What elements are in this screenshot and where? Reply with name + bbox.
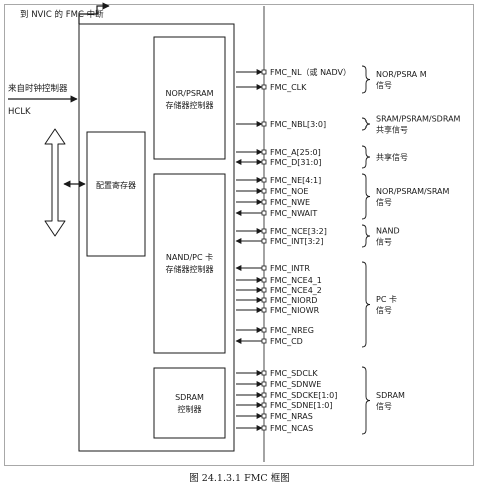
figure-frame: [4, 4, 474, 466]
pin-marker-9: [261, 228, 267, 234]
nor-controller-line-2: 存储器控制器: [166, 100, 214, 110]
config-register-block: [86, 131, 146, 257]
group-label: 信号: [376, 80, 392, 90]
signal-label: FMC_NWAIT: [270, 209, 317, 218]
group-label: NOR/PSRAM/SRAM: [376, 187, 450, 196]
signal-groups: NOR/PSRA M信号SRAM/PSRAM/SDRAM共享信号共享信号NOR/…: [361, 65, 461, 435]
pin-marker-18: [261, 370, 267, 376]
signal-label: FMC_INT[3:2]: [270, 237, 323, 246]
pin-marker-5: [261, 177, 267, 183]
pin-marker-17: [261, 338, 267, 344]
nand-controller-line-1: NAND/PC 卡: [166, 252, 213, 262]
pin-marker-22: [261, 413, 267, 419]
pin-marker-12: [261, 277, 267, 283]
pin-marker-16: [261, 327, 267, 333]
pin-marker-10: [261, 238, 267, 244]
fmc-block-diagram: 到 NVIC 的 FMC 中断 来自时钟控制器 HCLK NOR/PSRAM 存…: [8, 2, 461, 462]
figure-caption: 图 24.1.3.1 FMC 框图: [189, 473, 290, 484]
pin-marker-23: [261, 425, 267, 431]
signal-label: FMC_NE[4:1]: [270, 176, 321, 185]
nand-pc-controller-block: [153, 173, 226, 354]
nvic-interrupt-arrow: [78, 2, 110, 24]
pin-marker-6: [261, 188, 267, 194]
pin-marker-19: [261, 381, 267, 387]
pin-marker-7: [261, 199, 267, 205]
pin-marker-20: [261, 392, 267, 398]
signal-label: FMC_NIOWR: [270, 306, 320, 315]
nvic-interrupt-label: 到 NVIC 的 FMC 中断: [20, 9, 104, 20]
pin-marker-21: [261, 402, 267, 408]
sdram-controller-line-1: SDRAM: [175, 393, 204, 402]
group-label: 信号: [376, 237, 392, 247]
pin-marker-1: [261, 84, 267, 90]
pin-marker-14: [261, 297, 267, 303]
signal-label: FMC_A[25:0]: [270, 148, 321, 157]
pin-marker-11: [261, 265, 267, 271]
pin-marker-2: [261, 121, 267, 127]
signal-label: FMC_SDCLK: [270, 369, 318, 378]
signal-label: FMC_NREG: [270, 326, 314, 335]
group-brace-0: [361, 65, 371, 94]
group-brace-4: [361, 224, 371, 248]
signal-label: FMC_SDNWE: [270, 380, 321, 389]
signal-label: FMC_NBL[3:0]: [270, 120, 326, 129]
signal-label: FMC_CD: [270, 337, 303, 346]
group-label: 信号: [376, 197, 392, 207]
nor-psram-controller-block: [153, 36, 226, 160]
group-label: 共享信号: [376, 125, 408, 135]
group-label: 信号: [376, 401, 392, 411]
pin-marker-3: [261, 149, 267, 155]
signal-label: FMC_NL（或 NADV）: [270, 67, 351, 77]
nand-controller-line-2: 存储器控制器: [166, 264, 214, 274]
system-bus-arrow: [44, 128, 66, 237]
group-label: 信号: [376, 305, 392, 315]
config-register-label: 配置寄存器: [96, 180, 136, 190]
signal-label: FMC_NCAS: [270, 424, 313, 433]
pin-marker-13: [261, 287, 267, 293]
group-label: SRAM/PSRAM/SDRAM: [376, 115, 461, 124]
signal-label: FMC_NCE4_1: [270, 276, 322, 285]
signal-label: FMC_SDNE[1:0]: [270, 401, 332, 410]
signal-label: FMC_NOE: [270, 187, 308, 196]
pin-marker-8: [261, 210, 267, 216]
group-label: NOR/PSRA M: [376, 70, 427, 79]
group-brace-5: [361, 261, 371, 348]
sdram-controller-line-2: 控制器: [178, 404, 202, 414]
signal-label: FMC_SDCKE[1:0]: [270, 391, 337, 400]
pin-marker-4: [261, 159, 267, 165]
hclk-label: HCLK: [8, 107, 31, 117]
signal-label: FMC_NWE: [270, 198, 310, 207]
sdram-controller-block: [153, 367, 226, 439]
group-brace-3: [361, 173, 371, 220]
group-label: PC 卡: [376, 294, 397, 304]
signal-label: FMC_INTR: [270, 264, 310, 273]
group-brace-6: [361, 366, 371, 435]
signal-label: FMC_NCE4_2: [270, 286, 322, 295]
group-label: NAND: [376, 227, 400, 236]
signal-pins: FMC_NL（或 NADV） FMC_CLK FMC_NBL[3:0] FMC_A[2…: [235, 67, 351, 433]
signal-label: FMC_NCE[3:2]: [270, 227, 327, 236]
group-label: 共享信号: [376, 152, 408, 162]
clock-controller-label: 来自时钟控制器: [8, 83, 68, 94]
signal-label: FMC_CLK: [270, 83, 307, 92]
signal-label: FMC_NIORD: [270, 296, 317, 305]
pin-marker-15: [261, 307, 267, 313]
group-label: SDRAM: [376, 391, 405, 400]
signal-label: FMC_D[31:0]: [270, 158, 321, 167]
nor-controller-line-1: NOR/PSRAM: [165, 89, 213, 98]
group-brace-1: [361, 117, 371, 131]
signal-label: FMC_NRAS: [270, 412, 313, 421]
pin-marker-0: [261, 69, 267, 75]
group-brace-2: [361, 145, 371, 169]
